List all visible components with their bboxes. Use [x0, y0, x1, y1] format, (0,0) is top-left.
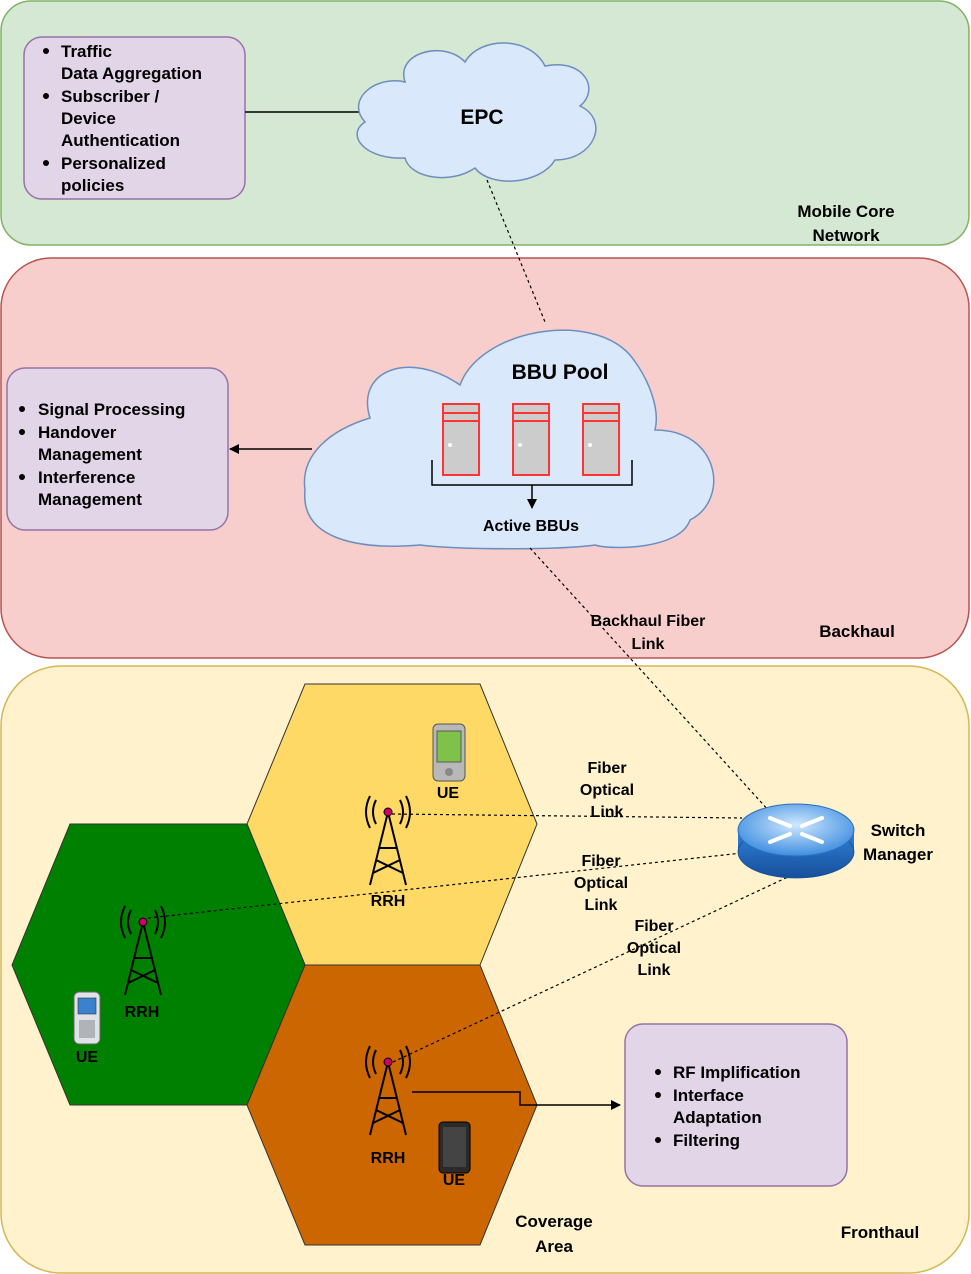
tower-icon [365, 1045, 411, 1136]
ue-label-3: UE [443, 1172, 466, 1189]
coverage-cell-orange [246, 964, 538, 1246]
backhaul-link-line1: Backhaul Fiber [591, 613, 706, 630]
bullet [19, 429, 25, 435]
ue-label-1: UE [437, 785, 460, 802]
epc-label: EPC [460, 106, 503, 129]
rrh-function-2-line2: Adaptation [673, 1108, 762, 1127]
backhaul-label: Backhaul [819, 622, 895, 641]
fiber-link-1 [391, 813, 743, 819]
bullet [655, 1092, 661, 1098]
core-label-line2: Network [812, 226, 880, 245]
epc-function-1-line2: Data Aggregation [61, 64, 202, 83]
phone-icon [432, 723, 466, 782]
bullet [19, 406, 25, 412]
rrh-functions-arrow [412, 1091, 621, 1110]
bullet [19, 474, 25, 480]
fiber-3-line3: Link [638, 962, 671, 979]
epc-function-3: Personalized policies [61, 154, 166, 195]
epc-function-3-line2: policies [61, 176, 124, 195]
bbu-function-2-line1: Handover [38, 423, 117, 442]
bbu-pool-cloud-icon [303, 329, 715, 550]
epc-functions-box [23, 36, 246, 200]
epc-function-2-line3: Authentication [61, 131, 180, 150]
bbu-function-3-line1: Interference [38, 468, 135, 487]
fiber-1-line3: Link [591, 804, 624, 821]
epc-function-2-line2: Device [61, 109, 116, 128]
tower-icon [120, 905, 166, 996]
fiber-1-line2: Optical [580, 782, 634, 799]
fiber-3-line1: Fiber [634, 918, 673, 935]
fiber-link-3 [392, 875, 791, 1063]
epc-bbu-link [486, 179, 546, 323]
server-icon [582, 403, 620, 476]
tower-icon [365, 795, 411, 886]
bullet [43, 160, 49, 166]
rrh-label-3: RRH [371, 1150, 406, 1167]
epc-function-3-line1: Personalized [61, 154, 166, 173]
epc-cloud-icon [356, 42, 597, 182]
bbu-pool-label: BBU Pool [512, 361, 609, 384]
bullet [655, 1137, 661, 1143]
coverage-line1: Coverage [515, 1212, 592, 1231]
coverage-line2: Area [535, 1237, 573, 1256]
backhaul-link-line2: Link [632, 636, 665, 653]
rrh-functions-box [624, 1023, 848, 1187]
bbu-function-2-line2: Management [38, 445, 142, 464]
phone-icon [73, 991, 101, 1045]
switch-line1: Switch [871, 821, 926, 840]
ue-label-2: UE [76, 1049, 99, 1066]
fiber-2-line1: Fiber [581, 853, 620, 870]
fiber-2-line3: Link [585, 897, 618, 914]
phone-icon [438, 1121, 471, 1174]
bullet [43, 48, 49, 54]
server-icon [512, 403, 550, 476]
bullet [43, 93, 49, 99]
fiber-1-line1: Fiber [587, 760, 626, 777]
epc-function-1-line1: Traffic [61, 42, 112, 61]
rrh-label-1: RRH [371, 893, 406, 910]
rrh-label-2: RRH [125, 1004, 160, 1021]
switch-line2: Manager [863, 845, 933, 864]
fronthaul-label: Fronthaul [841, 1223, 919, 1242]
router-icon [737, 803, 855, 879]
rrh-function-3: Filtering [673, 1131, 740, 1150]
server-icon [442, 403, 480, 476]
bbu-functions-box [6, 367, 229, 531]
bbu-function-1: Signal Processing [38, 400, 185, 419]
fiber-2-line2: Optical [574, 875, 628, 892]
core-label-line1: Mobile Core [797, 202, 894, 221]
fiber-3-line2: Optical [627, 940, 681, 957]
epc-function-2-line1: Subscriber / [61, 87, 160, 106]
active-bbus-label: Active BBUs [483, 518, 579, 535]
bbu-function-3-line2: Management [38, 490, 142, 509]
coverage-cell-green [11, 823, 306, 1106]
rrh-function-1: RF Implification [673, 1063, 801, 1082]
rrh-function-2-line1: Interface [673, 1086, 744, 1105]
bullet [655, 1069, 661, 1075]
